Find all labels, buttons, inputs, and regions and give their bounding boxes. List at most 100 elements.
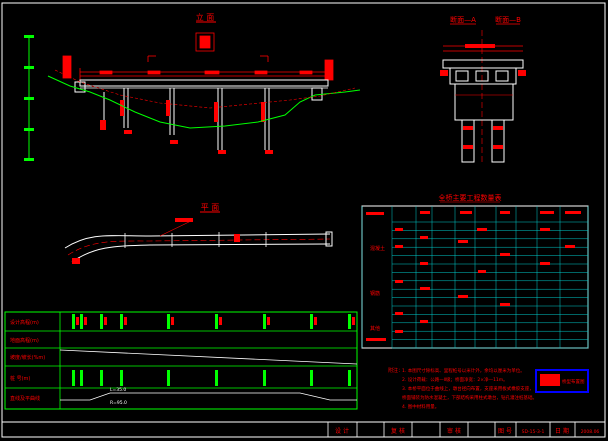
- curve-label-1: L=35.0: [110, 387, 126, 393]
- profile-label-alignment: 直线及平曲线: [10, 395, 40, 402]
- quantity-table-title: 全桥主要工程数量表: [439, 193, 502, 202]
- elevation-dimensions: [62, 32, 334, 81]
- table-cell-mark: [420, 236, 428, 239]
- station-tick: [310, 314, 313, 329]
- station-value-mark: [84, 317, 87, 325]
- table-cell-mark: [395, 280, 403, 283]
- station-tick: [215, 314, 218, 329]
- table-cell-mark: [565, 245, 575, 248]
- elevation-title: 立 面: [196, 12, 215, 22]
- title-block: 设 计 复 核 审 核 图 号 SD-15-3-1 日 期 2008.06: [2, 421, 605, 437]
- station-value-mark: [267, 317, 270, 325]
- profile-label-grade: 坡度/坡长(%m): [10, 354, 45, 361]
- bridge-piers: [103, 88, 270, 150]
- table-cell-mark: [395, 330, 403, 333]
- row-group-other: 其他: [370, 325, 380, 332]
- note-line-2: 2. 设计荷载：公路—Ⅱ级；桥面净宽：2×净—11m。: [402, 376, 508, 383]
- station-value-mark: [104, 317, 107, 325]
- ground-line: [47, 75, 361, 129]
- table-cell-mark: [458, 240, 468, 243]
- title-block-approver: 审 核: [447, 427, 461, 435]
- station-tick: [120, 314, 123, 329]
- grade-line: [59, 349, 358, 365]
- ground-line-2: [54, 69, 356, 109]
- title-block-checker: 复 核: [391, 427, 405, 435]
- table-cell-mark: [420, 320, 428, 323]
- notes: 附注： 1. 本图尺寸除标高、里程桩号以米计外，余均以厘米为单位。 2. 设计荷…: [388, 367, 537, 410]
- curve-label-2: R=95.0: [110, 400, 127, 406]
- table-cell-mark: [395, 245, 403, 248]
- bridge-deck: [74, 79, 329, 101]
- pile-markers: [100, 100, 273, 154]
- station-tick: [100, 314, 103, 329]
- table-cell-mark: [420, 262, 428, 265]
- table-cell-mark: [458, 295, 468, 298]
- table-cell-mark: [395, 228, 403, 231]
- plan-view: 平 面: [64, 203, 333, 264]
- section-a-title: 断面—A: [450, 15, 476, 24]
- drawing-stamp: 桥型布置图: [535, 369, 589, 393]
- station-tick: [167, 314, 170, 329]
- station-tick: [120, 370, 123, 386]
- table-cell-mark: [366, 338, 386, 341]
- station-value-mark: [76, 317, 79, 325]
- stamp-label: 桥型布置图: [562, 378, 585, 385]
- station-tick: [263, 370, 266, 386]
- station-value-mark: [124, 317, 127, 325]
- row-group-concrete: 混凝土: [370, 245, 385, 252]
- station-value-mark: [171, 317, 174, 325]
- station-tick: [310, 370, 313, 386]
- station-value-mark: [219, 317, 222, 325]
- cross-section-view: 断面—A 断面—B: [440, 15, 526, 165]
- table-cell-mark: [540, 211, 554, 214]
- note-line-1: 1. 本图尺寸除标高、里程桩号以米计外，余均以厘米为单位。: [402, 367, 525, 374]
- profile-label-station: 桩 号(m): [10, 375, 30, 382]
- profile-label-design-elev: 设计高程(m): [10, 319, 39, 326]
- profile-table: 设计高程(m) 地面高程(m) 坡度/坡长(%m) 桩 号(m) 直线及平曲线 …: [4, 311, 358, 410]
- station-value-mark: [314, 317, 317, 325]
- title-block-date-label: 日 期: [555, 427, 569, 435]
- quantity-table-grid: [361, 206, 589, 349]
- station-tick: [348, 370, 351, 386]
- table-cell-mark: [540, 262, 550, 265]
- profile-station-marks: [72, 314, 355, 386]
- station-tick: [80, 370, 83, 386]
- station-tick: [72, 370, 75, 386]
- profile-row-labels: 设计高程(m) 地面高程(m) 坡度/坡长(%m) 桩 号(m) 直线及平曲线: [10, 319, 45, 402]
- table-cell-mark: [395, 312, 403, 315]
- station-tick: [167, 370, 170, 386]
- station-tick: [72, 314, 75, 329]
- plan-title: 平 面: [201, 203, 220, 212]
- row-group-rebar: 钢筋: [370, 290, 380, 297]
- station-tick: [100, 370, 103, 386]
- table-cell-mark: [565, 211, 581, 214]
- title-block-drawing-no-label: 图 号: [498, 428, 512, 435]
- table-cell-mark: [366, 212, 384, 215]
- section-b-title: 断面—B: [495, 15, 521, 24]
- elevation-scale: [24, 35, 34, 161]
- table-cell-mark: [540, 228, 550, 231]
- table-cell-mark: [478, 270, 486, 273]
- title-block-drawing-no: SD-15-3-1: [522, 429, 545, 435]
- quantity-table-marks: [366, 211, 581, 341]
- alignment-line: [60, 392, 357, 401]
- station-tick: [263, 314, 266, 329]
- station-tick: [348, 314, 351, 329]
- note-line-4: 桥面铺装为防水混凝土，下部结构采用柱式墩台，钻孔灌注桩基础。: [402, 394, 537, 401]
- table-cell-mark: [420, 211, 430, 214]
- note-line-3: 3. 本桥平面位于曲线上，墩台径向布置，支座采用板式橡胶支座，: [402, 385, 534, 392]
- note-line-5: 4. 图中材料用量。: [402, 403, 439, 410]
- table-cell-mark: [500, 253, 510, 256]
- elevation-view: 立 面: [24, 12, 361, 161]
- station-tick: [215, 370, 218, 386]
- table-cell-mark: [460, 211, 472, 214]
- table-cell-mark: [500, 303, 510, 306]
- table-cell-mark: [477, 228, 487, 231]
- table-cell-mark: [420, 287, 430, 290]
- profile-label-ground-elev: 地面高程(m): [10, 337, 39, 344]
- table-cell-mark: [500, 211, 510, 214]
- title-block-designer: 设 计: [335, 427, 349, 435]
- quantity-table: 全桥主要工程数量表 混凝土 钢筋 其他: [361, 193, 589, 349]
